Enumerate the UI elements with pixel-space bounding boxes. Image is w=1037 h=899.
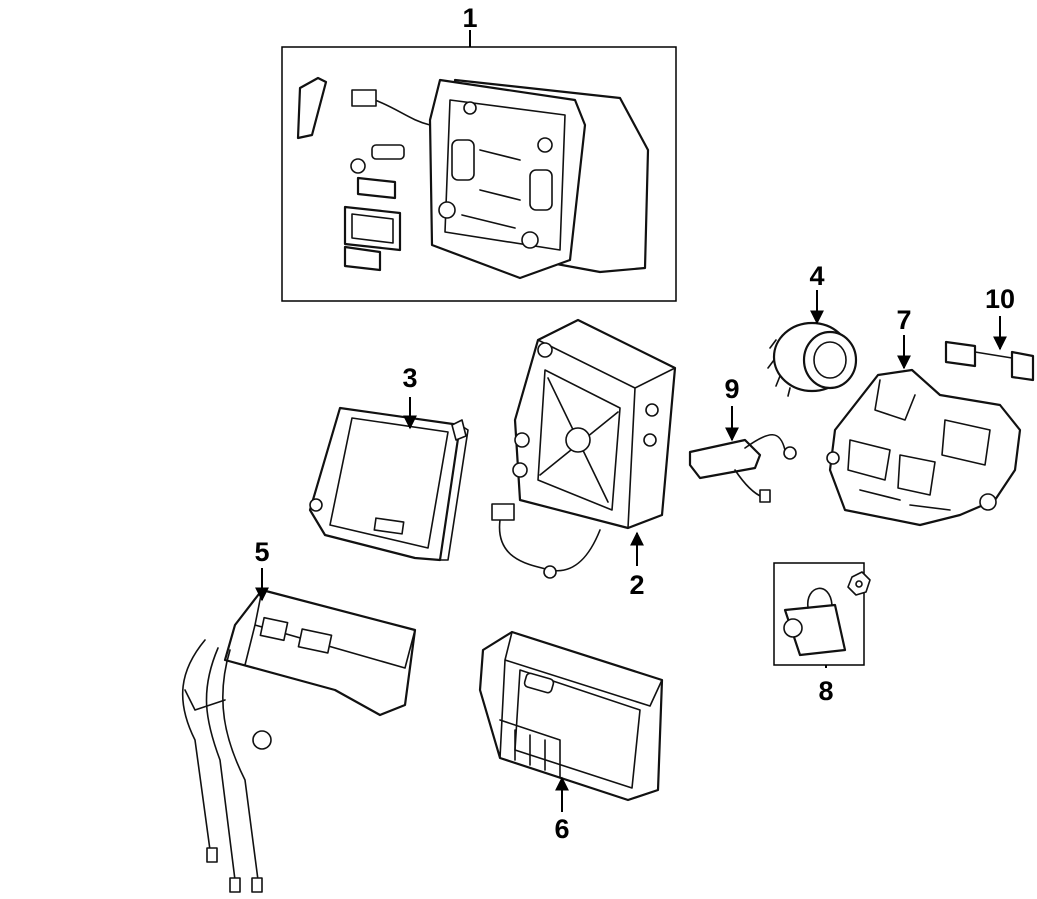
part-6-ecu <box>478 630 664 802</box>
callout-10: 10 <box>985 284 1015 314</box>
callout-5: 5 <box>254 537 269 567</box>
callout-9: 9 <box>724 374 739 404</box>
part-1-kit <box>281 46 677 302</box>
callout-1: 1 <box>462 3 477 33</box>
part-8-frame <box>773 562 865 666</box>
label-strip <box>296 76 328 140</box>
callout-2: 2 <box>629 570 644 600</box>
callout-8: 8 <box>818 676 833 706</box>
part-5-module <box>181 588 417 893</box>
part-1-frame <box>281 46 677 302</box>
callout-3: 3 <box>402 363 417 393</box>
part-10-connector <box>944 340 1035 382</box>
part-7-bracket <box>826 368 1022 527</box>
callout-6: 6 <box>554 814 569 844</box>
part-8-clip <box>773 562 871 666</box>
part-3-ecu <box>308 406 469 562</box>
part-9-sensor <box>688 433 797 503</box>
callout-4: 4 <box>809 261 824 291</box>
callout-7: 7 <box>896 305 911 335</box>
part-2-module <box>491 318 677 579</box>
part-4-ring <box>767 321 858 397</box>
